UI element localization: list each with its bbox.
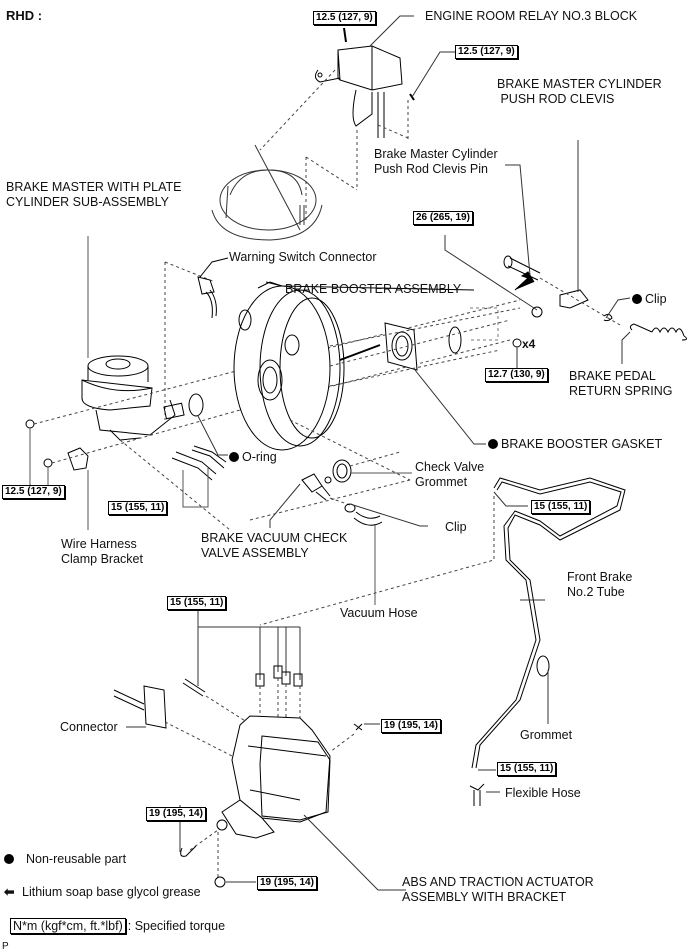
clevis-pin-drawing xyxy=(503,164,541,291)
label-vacuum-hose: Vacuum Hose xyxy=(340,606,418,620)
label-text: O-ring xyxy=(242,450,277,464)
torque-actuator-bolt-left: 19 (195, 14) xyxy=(146,807,206,821)
label-line-2: VALVE ASSEMBLY xyxy=(201,546,309,560)
torque-relay-bolt: 12.5 (127, 9) xyxy=(313,11,376,25)
label-warning-switch-connector: Warning Switch Connector xyxy=(229,250,377,264)
label-front-brake-tube: Front Brake No.2 Tube xyxy=(567,570,632,600)
label-line-1: BRAKE MASTER CYLINDER xyxy=(497,77,662,91)
check-valve-grommet-drawing xyxy=(332,459,412,483)
torque-actuator-lines: 15 (155, 11) xyxy=(167,596,227,610)
label-x4: x4 xyxy=(522,337,536,351)
label-line-2: PUSH ROD CLEVIS xyxy=(497,92,615,106)
return-spring-drawing xyxy=(621,323,688,364)
brake-booster-drawing xyxy=(233,281,475,451)
actuator-guide-lines xyxy=(164,678,355,880)
check-valve-guide-lines xyxy=(329,451,401,506)
legend-grease: ⬅ Lithium soap base glycol grease xyxy=(4,885,201,900)
torque-master-cyl-lines: 15 (155, 11) xyxy=(108,501,168,515)
master-cylinder-drawing xyxy=(25,355,185,471)
grease-arrow-icon: ⬅ xyxy=(4,885,15,899)
clip-drawing xyxy=(603,297,631,322)
nonreusable-dot-icon xyxy=(488,439,498,449)
torque-actuator-nut-bottom: 19 (195, 14) xyxy=(257,876,317,890)
label-text: Clip xyxy=(645,292,667,306)
relay-block-drawing xyxy=(314,27,415,138)
torque-relay-nut: 12.5 (127, 9) xyxy=(455,45,518,59)
label-line-2: CYLINDER SUB-ASSEMBLY xyxy=(6,195,170,209)
booster-gasket-drawing xyxy=(384,307,499,371)
label-line-2: Push Rod Clevis Pin xyxy=(374,162,488,176)
o-ring-drawing xyxy=(188,393,228,456)
label-line-1: BRAKE PEDAL xyxy=(569,369,656,383)
torque-master-cyl-nuts: 12.5 (127, 9) xyxy=(2,485,65,499)
label-text: BRAKE BOOSTER GASKET xyxy=(501,437,663,451)
label-clevis-pin: Brake Master Cylinder Push Rod Clevis Pi… xyxy=(374,147,498,177)
label-o-ring: O-ring xyxy=(229,450,277,465)
booster-guide-lines xyxy=(249,307,521,521)
label-line-2: No.2 Tube xyxy=(567,585,625,599)
torque-tube-upper: 15 (155, 11) xyxy=(531,500,591,514)
footer-code: P xyxy=(2,941,9,952)
warning-switch-drawing xyxy=(197,257,229,319)
nonreusable-dot-icon xyxy=(632,294,642,304)
booster-nut-drawing xyxy=(512,338,522,372)
label-wire-harness-bracket: Wire Harness Clamp Bracket xyxy=(61,537,143,567)
legend-torque: N*m (kgf*cm, ft.*lbf): Specified torque xyxy=(10,918,226,934)
label-engine-relay-block: ENGINE ROOM RELAY NO.3 BLOCK xyxy=(425,9,638,23)
label-clip-nonreusable: Clip xyxy=(632,292,667,307)
label-line-1: ABS AND TRACTION ACTUATOR xyxy=(402,875,594,889)
front-brake-tube-drawing xyxy=(469,477,626,806)
torque-clevis-nut: 26 (265, 19) xyxy=(413,211,473,225)
label-push-rod-clevis: BRAKE MASTER CYLINDER PUSH ROD CLEVIS xyxy=(497,77,662,107)
actuator-line-fittings-drawing xyxy=(182,665,303,697)
torque-actuator-bolt-right: 19 (195, 14) xyxy=(381,719,441,733)
legend-text: Lithium soap base glycol grease xyxy=(22,885,201,899)
booster-mount-area-drawing xyxy=(211,144,323,241)
label-line-2: RETURN SPRING xyxy=(569,384,673,398)
label-abs-actuator: ABS AND TRACTION ACTUATOR ASSEMBLY WITH … xyxy=(402,875,594,905)
variant-label: RHD : xyxy=(6,8,43,23)
check-valve-drawing xyxy=(269,473,332,528)
booster-leader-lines xyxy=(414,369,486,445)
label-line-1: BRAKE VACUUM CHECK xyxy=(201,531,348,545)
label-line-2: Clamp Bracket xyxy=(61,552,143,566)
label-return-spring: BRAKE PEDAL RETURN SPRING xyxy=(569,369,672,399)
label-hose-clip: Clip xyxy=(445,520,467,534)
label-line-1: Wire Harness xyxy=(61,537,137,551)
connector-drawing xyxy=(113,685,167,729)
torque-unit-box: N*m (kgf*cm, ft.*lbf) xyxy=(10,918,126,934)
abs-actuator-drawing xyxy=(179,715,406,891)
legend-text: : Specified torque xyxy=(127,919,226,933)
clevis-nut-drawing xyxy=(444,235,543,318)
vacuum-hose-drawing xyxy=(353,511,383,605)
legend-nonreusable: Non-reusable part xyxy=(4,852,126,867)
label-line-1: Brake Master Cylinder xyxy=(374,147,498,161)
label-line-1: Front Brake xyxy=(567,570,633,584)
label-check-valve-assembly: BRAKE VACUUM CHECK VALVE ASSEMBLY xyxy=(201,531,347,561)
clevis-drawing xyxy=(559,140,589,309)
label-check-valve-grommet: Check Valve Grommet xyxy=(415,460,484,490)
legend-text: Non-reusable part xyxy=(26,852,127,866)
nonreusable-dot-icon xyxy=(229,452,239,462)
label-grommet: Grommet xyxy=(520,728,573,742)
label-connector: Connector xyxy=(60,720,118,734)
label-line-2: Grommet xyxy=(415,475,468,489)
nonreusable-dot-icon xyxy=(4,854,14,864)
master-brake-lines-drawing xyxy=(171,445,227,508)
label-line-2: ASSEMBLY WITH BRACKET xyxy=(402,890,567,904)
torque-tube-lower: 15 (155, 11) xyxy=(497,762,557,776)
relay-leader-lines xyxy=(369,15,455,98)
label-line-1: Check Valve xyxy=(415,460,485,474)
torque-booster-nuts: 12.7 (130, 9) xyxy=(485,368,548,382)
label-line-1: BRAKE MASTER WITH PLATE xyxy=(6,180,182,194)
label-master-cylinder: BRAKE MASTER WITH PLATE CYLINDER SUB-ASS… xyxy=(6,180,182,210)
label-brake-booster-assembly: BRAKE BOOSTER ASSEMBLY xyxy=(285,282,462,296)
label-booster-gasket: BRAKE BOOSTER GASKET xyxy=(488,437,662,452)
actuator-line-leaders xyxy=(197,610,301,686)
label-flexible-hose: Flexible Hose xyxy=(505,786,581,800)
hose-clip-drawing xyxy=(344,503,428,527)
